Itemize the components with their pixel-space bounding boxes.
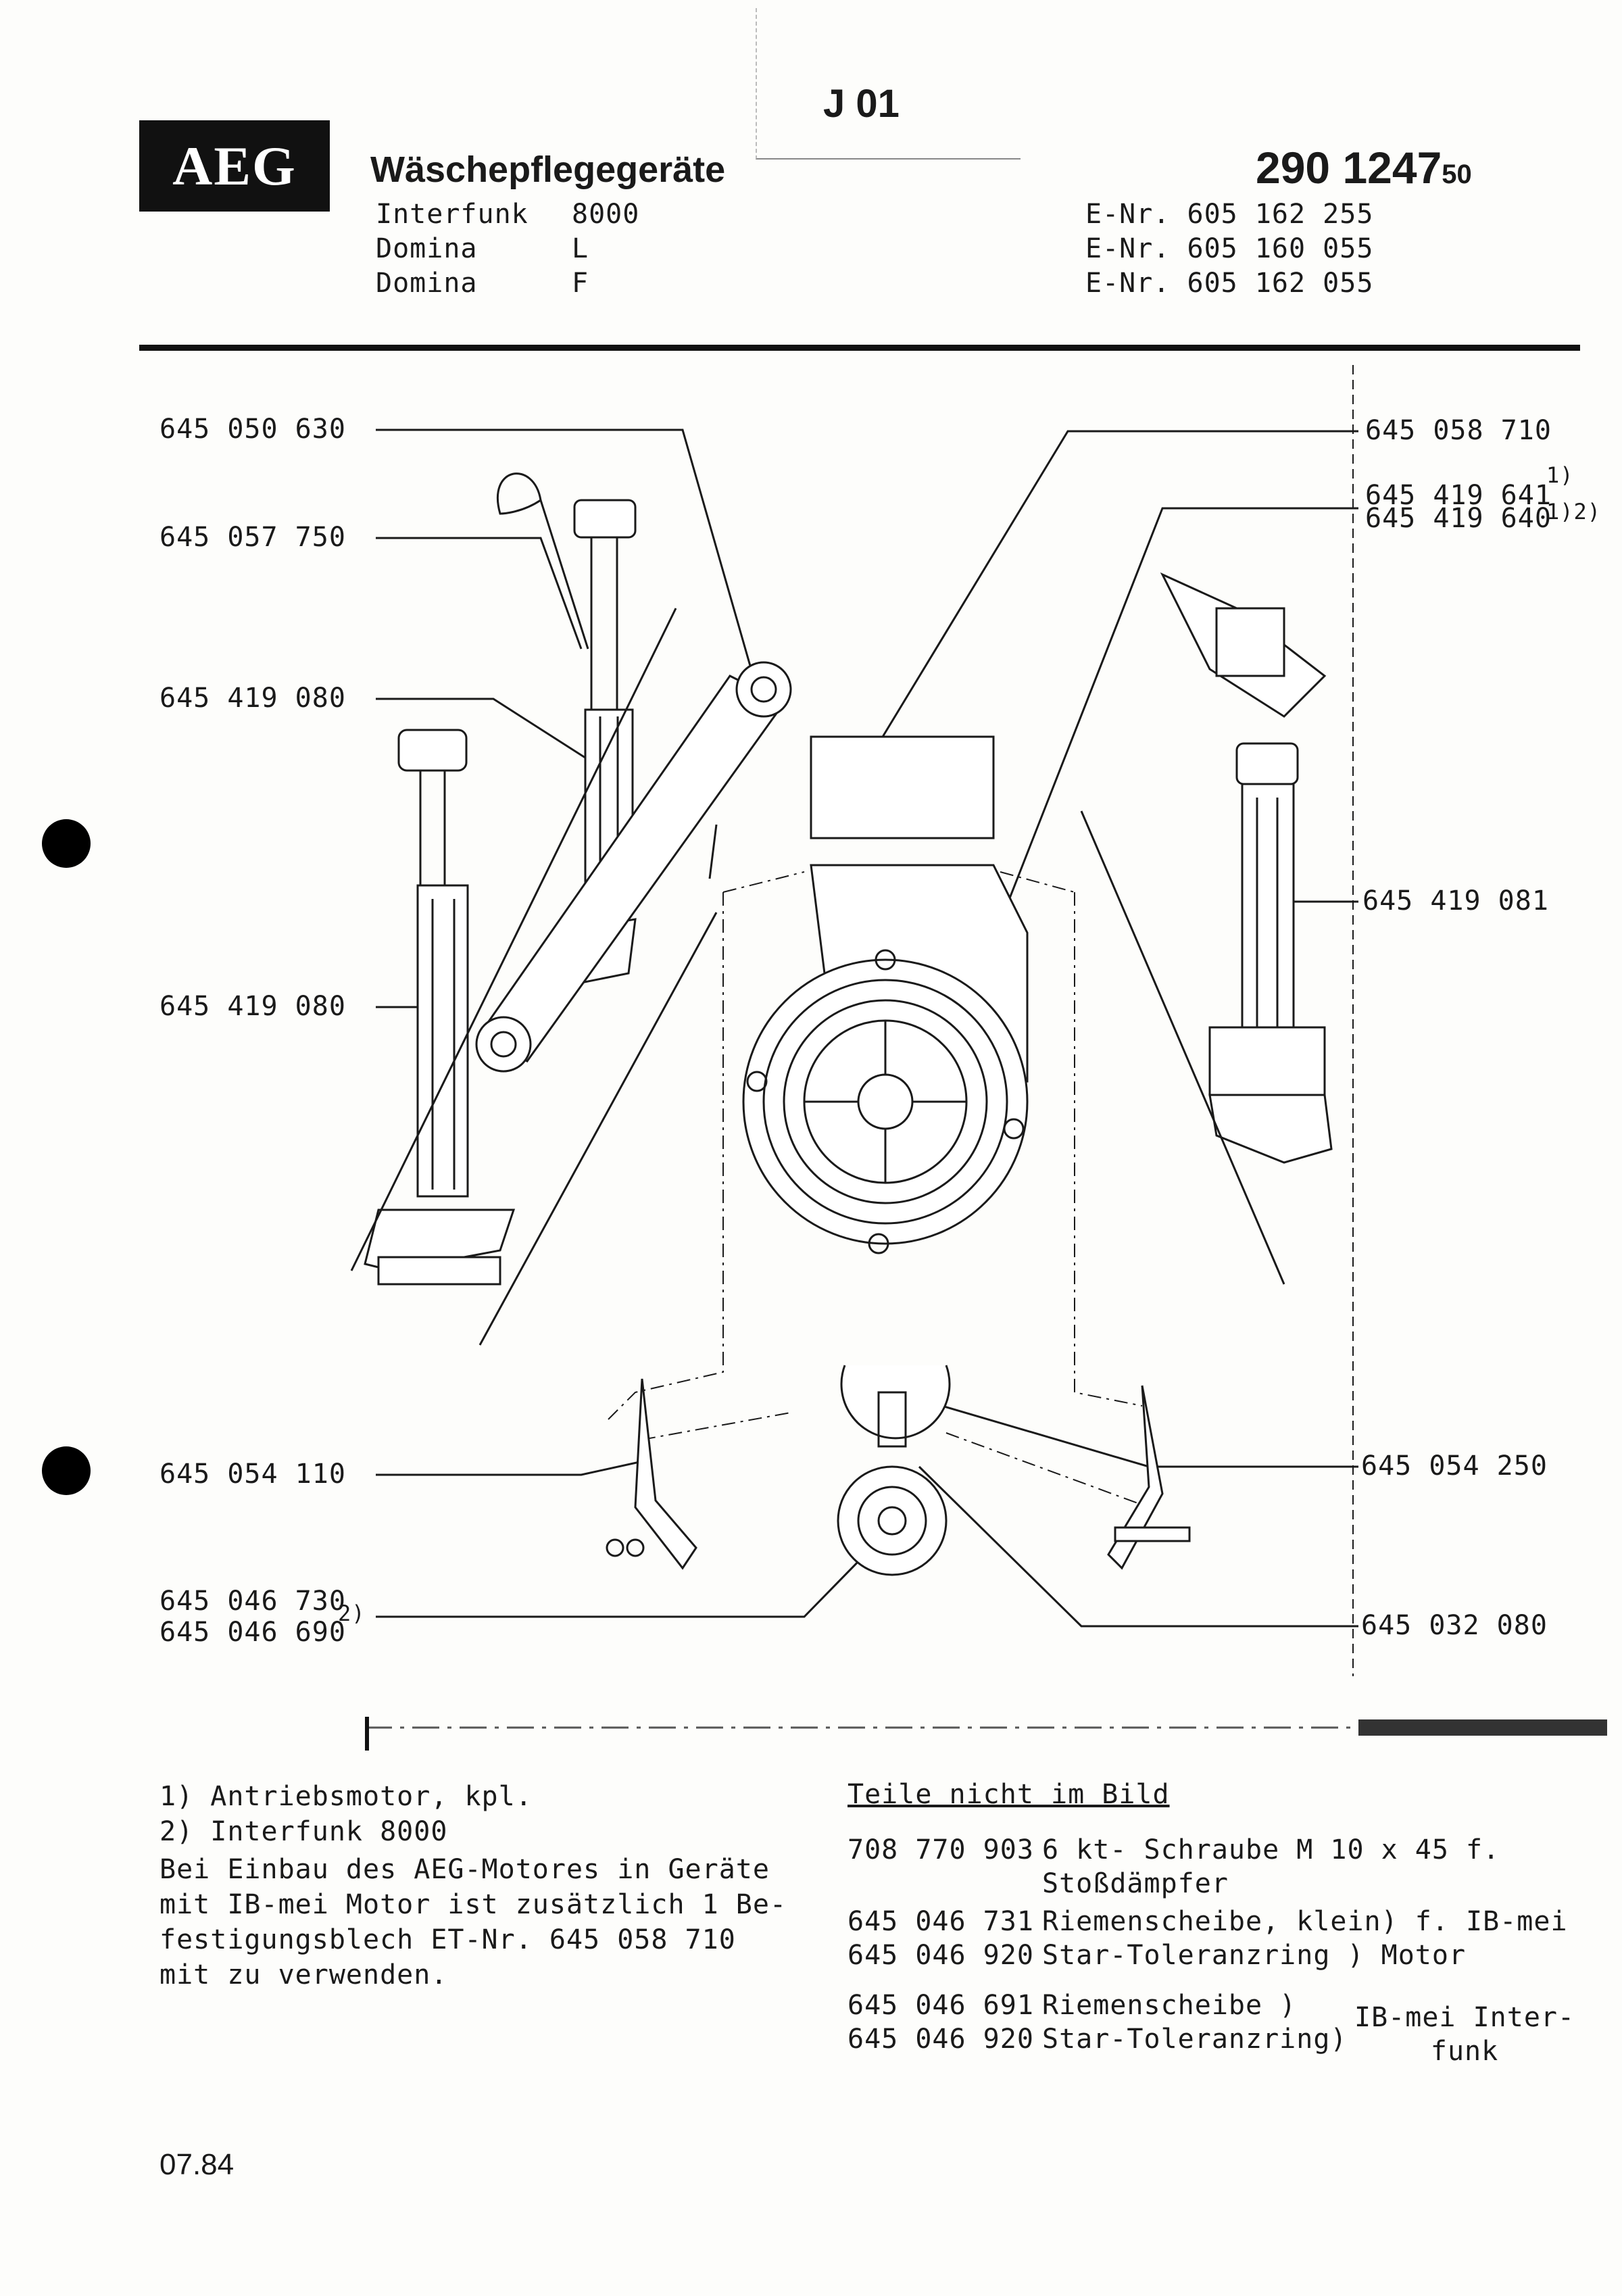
punch-hole-top: [42, 819, 91, 868]
parts-row-number: 645 046 731: [847, 1906, 1034, 1937]
parts-row: 708 770 903 6 kt- Schraube M 10 x 45 f.: [847, 1833, 1568, 1867]
parts-group-note: IB-mei Inter- funk: [1354, 2001, 1575, 2068]
drive-motor: [742, 735, 1029, 1254]
parts-row-number: 645 046 920: [847, 1940, 1034, 1971]
footnote-mark: 1)2): [1546, 499, 1602, 524]
part-number-label: 645 032 080: [1361, 1610, 1548, 1641]
parts-row-desc: Stoßdämpfer: [1042, 1868, 1229, 1899]
leader-line: [918, 1398, 1358, 1468]
part-number-label: 645 419 081: [1362, 885, 1549, 917]
part-number-label: 645 050 630: [159, 414, 346, 445]
diagonal-damper: [475, 661, 792, 1073]
parts-row-number: [847, 1867, 1042, 1901]
note-line: 1) Antriebsmotor, kpl.: [159, 1781, 533, 1812]
bracket-right: [1107, 1385, 1164, 1570]
model-row: Interfunk 8000: [376, 197, 639, 232]
parts-row-desc: Star-Toleranzring): [1042, 2024, 1348, 2055]
shock-absorber-right: [1160, 572, 1333, 1164]
register-tab-label: J 01: [823, 82, 900, 126]
e-number: E-Nr. 605 160 055: [1085, 233, 1374, 264]
parts-row: 645 046 731 Riemenscheibe, klein) f. IB-m…: [847, 1905, 1568, 1938]
leader-line: [918, 1465, 1358, 1628]
part-number-label: 645 057 750: [159, 522, 346, 553]
parts-row-number: 645 046 691: [847, 1990, 1034, 2021]
part-number-label: 645 419 640: [1365, 503, 1552, 534]
parts-row-desc: Star-Toleranzring ) Motor: [1042, 1940, 1467, 1971]
parts-row: 645 046 691 Riemenscheibe ): [847, 1988, 1568, 2022]
aeg-logo: AEG: [139, 120, 330, 212]
punch-hole-bottom: [42, 1446, 91, 1495]
register-tab: [756, 8, 1021, 160]
part-number-label: 645 419 080: [159, 683, 346, 714]
document-number: 290 124750: [1256, 142, 1472, 193]
model-variant: L: [572, 233, 589, 264]
part-number-label: 645 058 710: [1365, 415, 1552, 446]
leader-line: [376, 537, 583, 650]
parts-row: Stoßdämpfer: [847, 1867, 1568, 1901]
model-name: Interfunk: [376, 199, 529, 230]
e-number: E-Nr. 605 162 055: [1085, 268, 1374, 299]
e-number: E-Nr. 605 162 255: [1085, 199, 1374, 230]
part-number-label: 645 419 080: [159, 991, 346, 1022]
document-number-main: 290 1247: [1256, 143, 1442, 193]
parts-row-desc: Riemenscheibe, klein) f. IB-mei: [1042, 1906, 1568, 1937]
note-line: Bei Einbau des AEG-Motores in Geräte: [159, 1854, 770, 1885]
model-name: Domina: [376, 233, 478, 264]
leader-line: [376, 1459, 649, 1476]
parts-group-note-line: funk: [1430, 2036, 1499, 2067]
footnotes-block: 1) Antriebsmotor, kpl. 2) Interfunk 8000…: [159, 1779, 787, 1993]
header-rule: [139, 345, 1580, 351]
pulley-group: [641, 1365, 1150, 1576]
leader-line: [376, 1553, 866, 1618]
parts-group-note-line: IB-mei Inter-: [1354, 2002, 1575, 2033]
model-row: Domina L: [376, 232, 639, 266]
note-line: festigungsblech ET-Nr. 645 058 710: [159, 1924, 736, 1955]
parts-not-shown-heading: Teile nicht im Bild: [847, 1779, 1170, 1810]
note-line: mit IB-mei Motor ist zusätzlich 1 Be-: [159, 1889, 787, 1920]
part-number-label: 645 046 730: [159, 1586, 346, 1617]
issue-date: 07.84: [159, 2148, 235, 2181]
spring-wire: [496, 472, 589, 650]
leader-line: [992, 507, 1358, 940]
leader-line: [877, 430, 1358, 744]
parts-row-desc: 6 kt- Schraube M 10 x 45 f.: [1042, 1834, 1500, 1865]
parts-row-desc: Riemenscheibe ): [1042, 1990, 1297, 2021]
parts-row: 645 046 920 Star-Toleranzring ) Motor: [847, 1938, 1568, 1972]
model-row: Domina F: [376, 266, 639, 301]
model-variant: 8000: [572, 199, 640, 230]
section-divider: [365, 1719, 1607, 1736]
footnote-mark: 2): [338, 1601, 366, 1626]
divider-tick: [365, 1717, 369, 1751]
footnote-mark: 1): [1546, 462, 1574, 488]
document-number-suffix: 50: [1442, 160, 1472, 189]
part-number-label: 645 054 250: [1361, 1450, 1548, 1482]
note-line: mit zu verwenden.: [159, 1959, 448, 1990]
parts-row: 645 046 920 Star-Toleranzring): [847, 2022, 1568, 2056]
shock-absorber-left: [364, 729, 516, 1286]
model-variant: F: [572, 268, 589, 299]
bracket-left: [634, 1378, 697, 1570]
part-number-label: 645 419 641: [1365, 480, 1552, 511]
parts-row-number: 645 046 920: [847, 2024, 1034, 2055]
e-number-list: E-Nr. 605 162 255 E-Nr. 605 160 055 E-Nr…: [1085, 197, 1373, 301]
part-number-label: 645 046 690: [159, 1617, 346, 1648]
parts-not-shown-list: 708 770 903 6 kt- Schraube M 10 x 45 f. S…: [847, 1833, 1568, 2056]
part-number-label: 645 054 110: [159, 1459, 346, 1490]
page-title: Wäschepflegegeräte: [370, 149, 726, 190]
model-name: Domina: [376, 268, 478, 299]
leader-line: [376, 698, 595, 765]
note-line: 2) Interfunk 8000: [159, 1816, 448, 1847]
leader-line: [376, 429, 758, 690]
parts-row-number: 708 770 903: [847, 1834, 1034, 1865]
